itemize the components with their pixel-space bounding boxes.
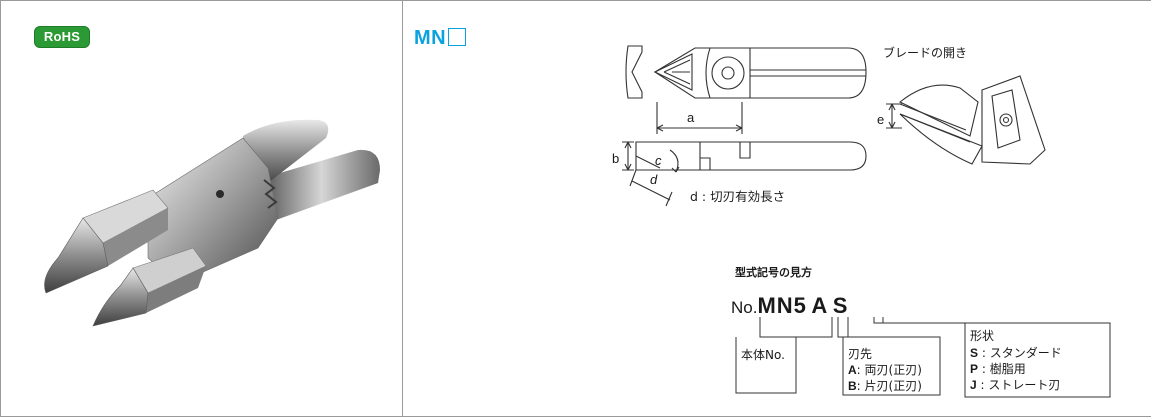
code-shape-part: S bbox=[832, 293, 849, 318]
dimension-d-label: d bbox=[650, 172, 658, 187]
blade-option-a: A: 両刃(正刃) bbox=[848, 363, 922, 377]
dimension-e-label: e bbox=[877, 112, 885, 127]
opening-view bbox=[898, 84, 979, 137]
shape-option-p: P : 樹脂用 bbox=[970, 362, 1026, 376]
blade-type-title: 刃先 bbox=[848, 347, 873, 361]
shape-type-title: 形状 bbox=[970, 329, 995, 343]
top-view-outline bbox=[653, 47, 867, 99]
dimension-c-label: c bbox=[655, 153, 662, 168]
shape-option-j: J : ストレート刃 bbox=[970, 378, 1061, 392]
blade-option-b: B: 片刃(正刃) bbox=[848, 379, 922, 393]
code-prefix: No. bbox=[731, 298, 758, 317]
product-photo bbox=[44, 119, 380, 327]
blade-opening-label: ブレードの開き bbox=[883, 46, 968, 60]
dimension-a-label: a bbox=[687, 110, 695, 125]
model-title: MN bbox=[414, 27, 467, 50]
body-number-label: 本体No. bbox=[741, 348, 785, 362]
code-section-title: 型式記号の見方 bbox=[735, 266, 812, 279]
code-model-part: MN5 bbox=[757, 293, 807, 318]
model-code: No.MN5 A S bbox=[731, 293, 848, 319]
cutting-length-note: d : 切刃有効長さ bbox=[690, 189, 786, 204]
dimension-b-label: b bbox=[612, 151, 620, 166]
rohs-badge: RoHS bbox=[34, 26, 90, 48]
code-blade-part: A bbox=[811, 293, 829, 318]
side-view-outline bbox=[635, 141, 867, 171]
column-divider bbox=[402, 0, 403, 417]
code-leader-lines bbox=[735, 317, 1111, 398]
model-placeholder-box bbox=[448, 28, 467, 46]
dimension-drawing bbox=[622, 45, 1046, 207]
end-view-outline bbox=[625, 45, 643, 99]
model-name: MN bbox=[414, 27, 447, 49]
shape-option-s: S : スタンダード bbox=[970, 346, 1062, 360]
